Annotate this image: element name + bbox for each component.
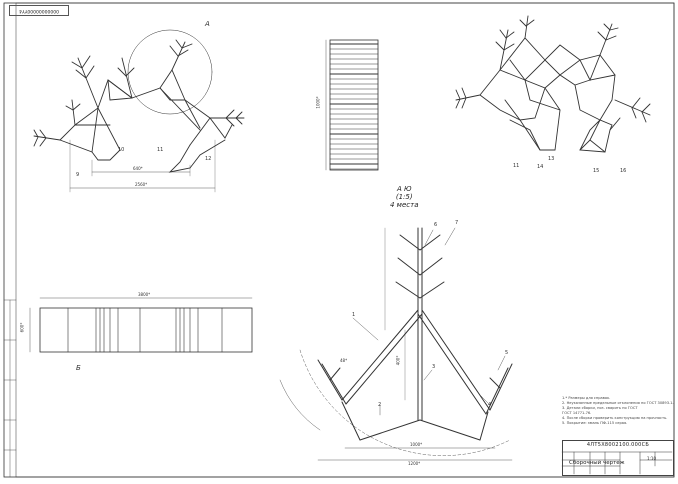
tip-top-mid [169,39,193,71]
label-view-a: А [205,20,210,28]
title-block-code: 4ЛТ5Х8002100.000СБ [586,442,650,448]
tip-right [209,109,245,127]
dim-top-inner: 640* [133,166,143,171]
iso-pos-16: 16 [620,168,627,174]
iso-pos-14: 14 [537,164,544,170]
dim-bottom-length: 3800* [138,292,151,297]
note-line: 1.* Размеры для справок. [562,396,611,400]
label-view-b: Б [76,364,81,372]
detail-title-line3: 4 места [390,201,419,209]
title-block: 4ЛТ5Х8002100.000СБ Сборочный чертеж 1:10 [562,440,674,476]
detail-title-line2: (1:5) [395,193,413,201]
iso-pos-15: 15 [593,168,600,174]
dim-bottom-height: 600* [19,322,25,333]
tip-top-left-2 [117,57,135,99]
tip-left [33,129,61,147]
note-line: 4. После сборки проверить конструкцию на… [562,416,668,420]
det-pos-5: 5 [505,350,509,356]
side-view-long-frame [29,297,253,353]
iso-tip-2 [519,15,535,39]
iso-pos-13: 13 [548,156,555,162]
det-pos-1: 1 [352,312,356,318]
note-line: 3. Детали сборки, поз. сварить по ГОСТ [562,406,638,410]
isometric-view [455,15,651,153]
detail-circle-a [127,29,213,115]
pos-10: 10 [118,147,125,153]
tip-top-left-1 [71,55,99,109]
det-pos-6: 6 [434,222,438,228]
iso-tip-1 [495,29,515,71]
det-pos-2: 2 [378,402,382,408]
note-line: ГОСТ 14771-76. [562,411,592,415]
title-block-sheet: 1:10 [647,456,656,461]
detail-view-title: А Ю (1:5) 4 места [390,185,418,209]
drawing-notes: 1.* Размеры для справок. 2. Неуказанные … [562,396,674,426]
front-view-ladder [325,39,379,171]
dim-front-height: 1000* [315,96,321,109]
det-pos-4: 4 [488,402,492,408]
iso-tip-4 [455,87,481,109]
detail-title-line1: А Ю [396,185,412,193]
dim-top-outer: 2560* [135,182,148,187]
dim-detail-base: 1200* [408,461,421,466]
det-pos-3: 3 [432,364,436,370]
pos-11: 11 [157,147,164,153]
plan-view-top-left [33,29,245,193]
sheet-code-stamp: 00000000000YY4 [9,5,69,16]
title-block-name: Сборочный чертеж [569,460,625,466]
tip-left-2 [65,99,81,126]
dim-detail-arm: 1000* [410,442,423,447]
det-pos-7: 7 [455,220,459,226]
pos-12: 12 [205,156,212,162]
note-line: 5. Покрытие: эмаль ПФ-115 серая. [562,421,628,425]
dim-detail-vertical: 400* [395,355,401,366]
detail-view-element [279,227,513,461]
iso-tip-5 [614,97,651,123]
left-strip-lines [3,299,17,478]
note-line: 2. Неуказанные предельные отклонения по … [562,401,674,405]
dim-detail-angle: 48* [340,358,348,363]
iso-tip-3 [597,23,619,56]
pos-9: 9 [76,172,80,178]
iso-pos-11: 11 [513,163,520,169]
inner-frame [15,2,675,478]
title-block-grid [561,451,673,475]
